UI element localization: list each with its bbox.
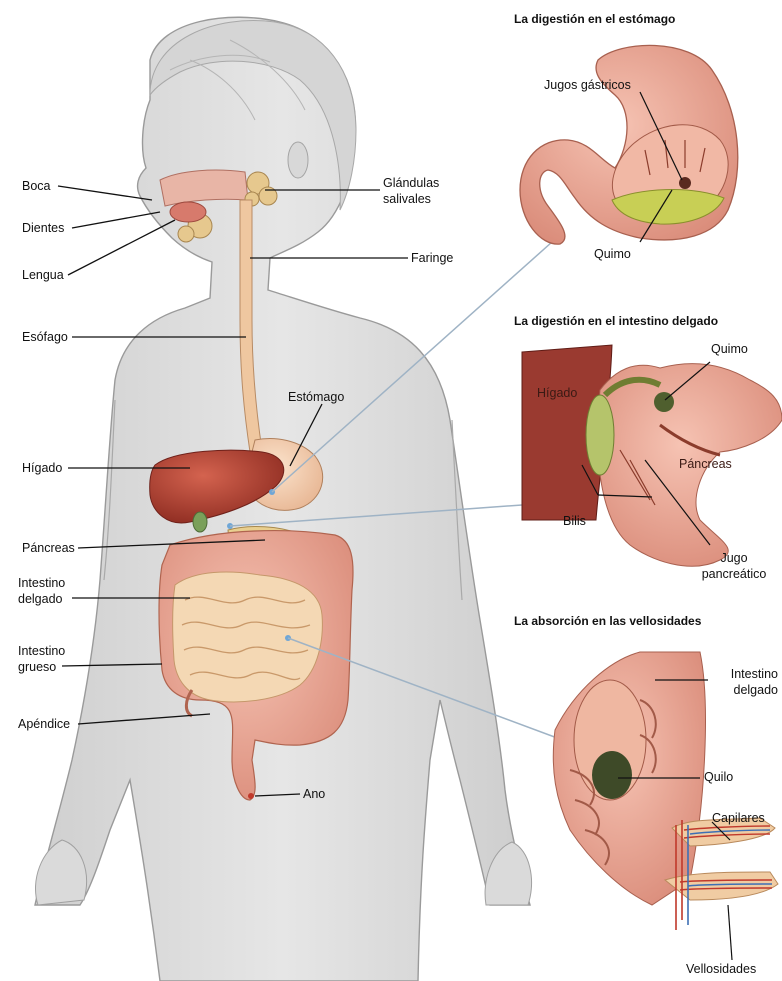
label-vellosidades: Vellosidades xyxy=(686,962,756,976)
label-pancreas: Páncreas xyxy=(22,541,75,555)
intestine-panel-title: La digestión en el intestino delgado xyxy=(514,314,718,328)
label-boca: Boca xyxy=(22,179,51,193)
label-quimo-intestine: Quimo xyxy=(711,342,748,356)
intestine-inset xyxy=(522,345,782,566)
label-esofago: Esófago xyxy=(22,330,68,344)
label-jugos-gastricos: Jugos gástricos xyxy=(544,78,631,92)
label-higado-inset: Hígado xyxy=(537,386,577,400)
label-salivales: salivales xyxy=(383,192,431,206)
stomach-inset xyxy=(520,45,738,244)
label-jugo-2: pancreático xyxy=(692,567,776,581)
label-ano: Ano xyxy=(303,787,325,801)
label-intestino-grueso-2: grueso xyxy=(18,660,56,674)
label-faringe: Faringe xyxy=(411,251,453,265)
label-quimo-stomach: Quimo xyxy=(594,247,631,261)
label-lengua: Lengua xyxy=(22,268,64,282)
label-jugo-1: Jugo xyxy=(692,551,776,565)
label-apendice: Apéndice xyxy=(18,717,70,731)
label-glandulas: Glándulas xyxy=(383,176,439,190)
label-intestino-villi-2: delgado xyxy=(700,683,778,697)
label-higado: Hígado xyxy=(22,461,62,475)
label-capilares: Capilares xyxy=(712,811,765,825)
label-quilo: Quilo xyxy=(704,770,733,784)
label-dientes: Dientes xyxy=(22,221,64,235)
label-pancreas-inset: Páncreas xyxy=(679,457,732,471)
stomach-panel-title: La digestión en el estómago xyxy=(514,12,675,26)
label-intestino-grueso-1: Intestino xyxy=(18,644,65,658)
label-bilis: Bilis xyxy=(563,514,586,528)
label-estomago: Estómago xyxy=(288,390,344,404)
label-intestino-delgado-2: delgado xyxy=(18,592,63,606)
label-intestino-villi-1: Intestino xyxy=(700,667,778,681)
villi-panel-title: La absorción en las vellosidades xyxy=(514,614,701,628)
label-intestino-delgado-1: Intestino xyxy=(18,576,65,590)
